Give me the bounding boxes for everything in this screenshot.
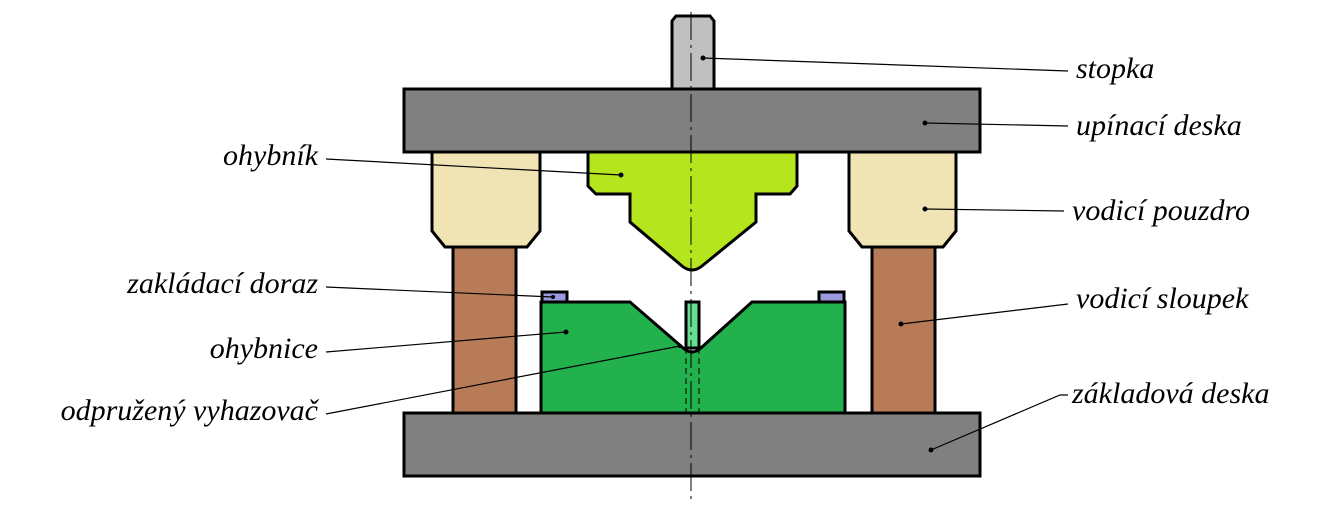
stopka-shape <box>670 14 716 93</box>
ohybnik-shape <box>586 150 799 272</box>
label-ohybnik: ohybník <box>223 139 319 172</box>
zakladaci-doraz-right-shape <box>817 290 846 304</box>
label-upinaci-deska: upínací deska <box>1076 109 1242 142</box>
label-zakladaci-doraz: zakládací doraz <box>126 267 318 300</box>
upinaci-deska-shape <box>402 87 982 154</box>
label-vodici-sloupek: vodicí sloupek <box>1076 282 1249 315</box>
vodici-sloupek-left-shape <box>451 245 518 415</box>
vyhazovac-shape <box>684 300 701 350</box>
label-zakladova-deska: základová deska <box>1071 377 1269 410</box>
vodici-sloupek-right-shape <box>870 245 937 415</box>
zakladova-deska-shape <box>402 411 982 478</box>
label-odpruzeny-vyhazovac: odpružený vyhazovač <box>61 394 320 427</box>
label-ohybnice: ohybnice <box>210 332 318 365</box>
vodici-pouzdro-left-shape <box>430 150 542 249</box>
ohybnice-shape <box>539 300 847 415</box>
label-vodici-pouzdro: vodicí pouzdro <box>1072 194 1250 227</box>
leader-lines <box>325 55 1069 453</box>
label-stopka: stopka <box>1076 52 1154 85</box>
vodici-pouzdro-right-shape <box>847 150 958 249</box>
